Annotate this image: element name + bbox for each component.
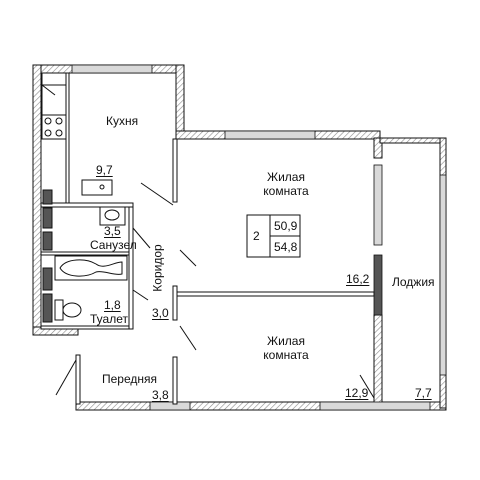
washbasin-icon — [99, 206, 126, 226]
toilet-name: Туалет — [90, 312, 128, 326]
interior-walls — [40, 72, 375, 405]
bathtub-icon — [54, 255, 128, 281]
loggia-area: 7,7 — [415, 386, 432, 400]
hallway-area: 3,8 — [152, 388, 169, 402]
corridor-area: 3,0 — [152, 306, 169, 320]
living-top-name-1: Жилая — [267, 170, 305, 184]
living-top-area: 16,2 — [346, 272, 370, 286]
corridor-name: Коридор — [150, 244, 165, 292]
loggia-name: Лоджия — [392, 275, 435, 289]
toilet-area: 1,8 — [104, 298, 121, 312]
hallway-name: Передняя — [102, 372, 158, 386]
summary-box — [246, 214, 301, 258]
bathroom-area: 3,5 — [104, 224, 121, 238]
kitchen-counter — [41, 72, 67, 116]
bathroom-name: Санузел — [90, 238, 137, 252]
living-bottom-name-1: Жилая — [267, 334, 305, 348]
rooms-count: 2 — [253, 229, 260, 243]
kitchen-name: Кухня — [106, 114, 139, 128]
ventilation-shafts — [42, 189, 53, 323]
living-area-total: 50,9 — [274, 219, 298, 233]
door-swings — [55, 182, 375, 399]
kitchen-area: 9,7 — [96, 163, 113, 177]
living-bottom-name-2: комната — [263, 348, 309, 362]
toilet-icon — [54, 299, 82, 321]
stove-icon — [41, 114, 67, 140]
living-top-name-2: комната — [263, 184, 309, 198]
living-bottom-area: 12,9 — [345, 386, 369, 400]
sink-icon — [81, 179, 113, 196]
total-area: 54,8 — [274, 240, 298, 254]
windows — [71, 64, 447, 411]
